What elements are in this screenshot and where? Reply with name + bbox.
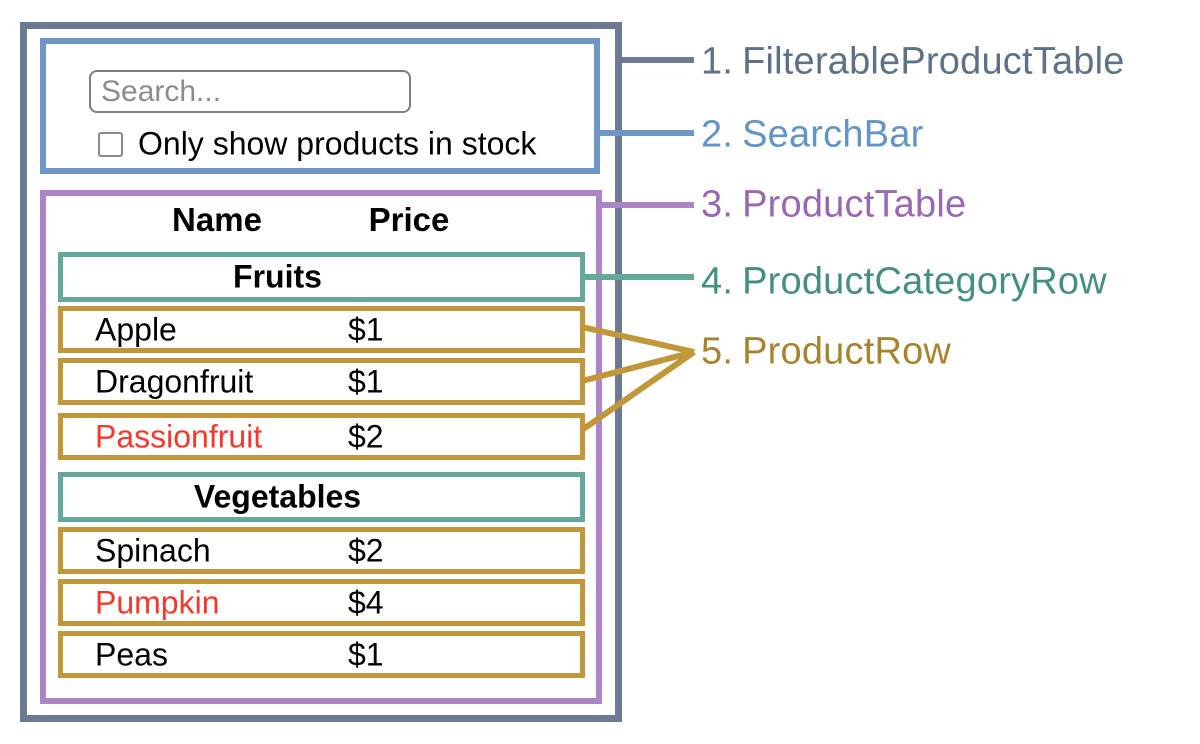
legend-product-table: 3.ProductTable: [701, 184, 966, 227]
product-row: Apple $1: [58, 306, 585, 353]
product-price: $1: [348, 311, 384, 347]
product-row: Dragonfruit $1: [58, 358, 585, 405]
legend-filterable-product-table: 1.FilterableProductTable: [701, 41, 1125, 84]
product-row: Peas $1: [58, 631, 585, 678]
legend-number: 1.: [701, 40, 734, 83]
product-row: Spinach $2: [58, 527, 585, 574]
legend-number: 5.: [701, 330, 734, 373]
category-label: Vegetables: [193, 478, 362, 515]
legend-label: ProductTable: [742, 183, 967, 226]
product-name: Peas: [95, 636, 168, 672]
category-row-fruits: Fruits: [58, 252, 585, 302]
legend-label: FilterableProductTable: [742, 40, 1125, 83]
column-header-name: Name: [172, 201, 262, 238]
legend-label: ProductCategoryRow: [742, 260, 1107, 303]
legend-number: 2.: [701, 113, 734, 156]
column-header-price: Price: [368, 201, 450, 238]
product-price: $2: [348, 532, 384, 568]
product-price: $1: [348, 363, 384, 399]
product-row: Pumpkin $4: [58, 579, 585, 626]
legend-product-category-row: 4.ProductCategoryRow: [701, 261, 1107, 304]
legend-number: 4.: [701, 260, 734, 303]
product-name: Spinach: [95, 532, 211, 568]
product-price: $1: [348, 636, 384, 672]
product-price: $4: [348, 584, 384, 620]
product-name: Pumpkin: [95, 584, 220, 620]
in-stock-checkbox[interactable]: [98, 132, 123, 157]
legend-label: ProductRow: [742, 330, 952, 373]
category-label: Fruits: [233, 258, 322, 295]
product-name: Dragonfruit: [95, 363, 254, 399]
legend-label: SearchBar: [742, 113, 924, 156]
product-price: $2: [348, 418, 384, 454]
product-row: Passionfruit $2: [58, 413, 585, 460]
in-stock-checkbox-label: Only show products in stock: [138, 125, 537, 162]
category-row-vegetables: Vegetables: [58, 472, 585, 522]
legend-number: 3.: [701, 183, 734, 226]
legend-product-row: 5.ProductRow: [701, 331, 951, 374]
product-name: Apple: [95, 311, 177, 347]
product-name: Passionfruit: [95, 418, 263, 454]
legend-search-bar: 2.SearchBar: [701, 114, 923, 157]
search-input[interactable]: [89, 70, 411, 113]
